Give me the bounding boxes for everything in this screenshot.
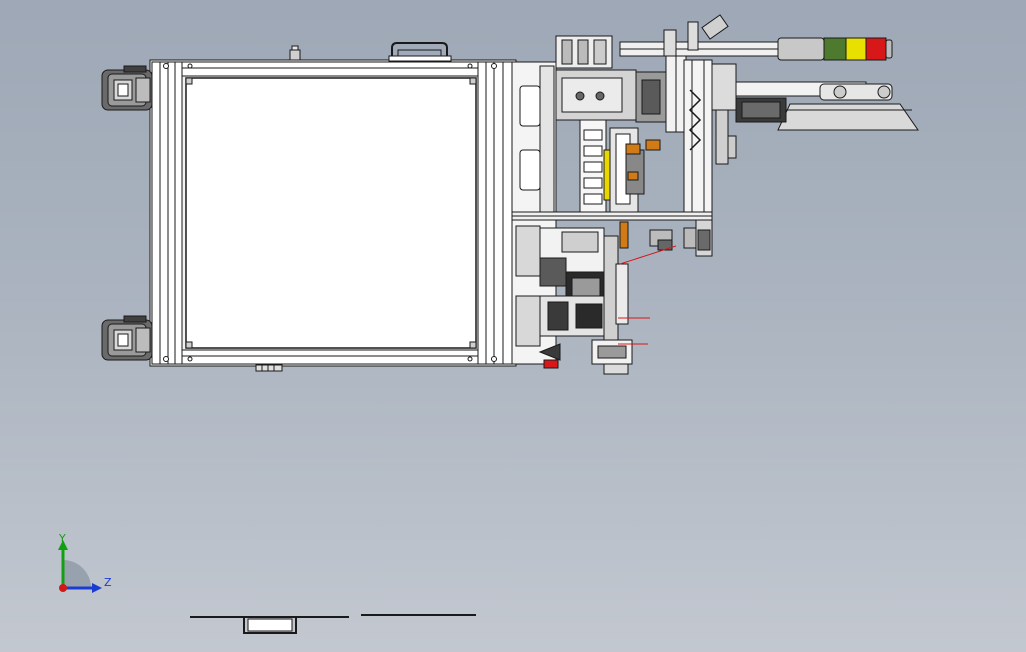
side-tray xyxy=(735,81,919,131)
vertical-column xyxy=(683,59,737,257)
y-axis-label: Y xyxy=(59,532,66,545)
machine-frame xyxy=(511,61,713,365)
cabinet-bottom-connector xyxy=(255,364,283,372)
lower-motor-assembly xyxy=(538,227,633,375)
z-axis-label: Z xyxy=(104,576,112,589)
cabinet-top-handle xyxy=(289,42,452,62)
upper-mechanism xyxy=(555,35,687,133)
sensor-parts xyxy=(618,135,737,345)
horizontal-arm xyxy=(619,14,779,57)
cable-chain xyxy=(579,119,645,213)
caster-wheel-top xyxy=(101,65,153,111)
signal-tower xyxy=(777,37,893,61)
caster-wheel-bottom xyxy=(101,315,153,361)
coordinate-triad-icon xyxy=(58,540,102,593)
drawing-format-lines xyxy=(190,614,476,634)
cabinet-frame xyxy=(149,59,517,367)
